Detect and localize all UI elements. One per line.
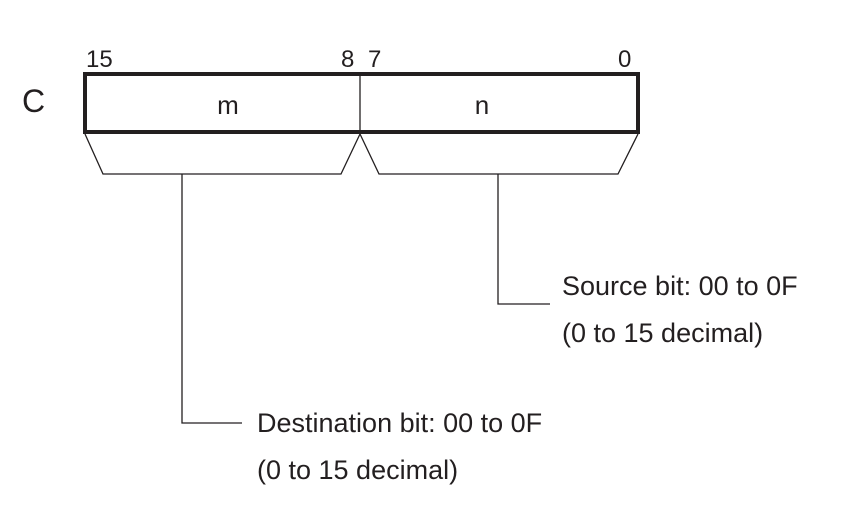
source-description-line2: (0 to 15 decimal) — [562, 318, 763, 348]
destination-leader-line — [181, 174, 242, 424]
word-box — [83, 72, 640, 134]
destination-description-line1: Destination bit: 00 to 0F — [257, 408, 542, 438]
field-n-label: n — [475, 90, 489, 120]
n-field-bracket — [359, 133, 639, 175]
bit-label-15: 15 — [86, 46, 113, 73]
operand-label: C — [22, 83, 45, 119]
field-m-label: m — [217, 90, 239, 120]
source-leader-line — [497, 174, 550, 305]
bit-label-8: 8 — [341, 46, 354, 73]
bit-label-7: 7 — [368, 46, 381, 73]
m-field-bracket — [84, 133, 361, 175]
source-description-line1: Source bit: 00 to 0F — [562, 271, 798, 301]
destination-description-line2: (0 to 15 decimal) — [257, 455, 458, 485]
bit-label-0: 0 — [618, 46, 631, 73]
